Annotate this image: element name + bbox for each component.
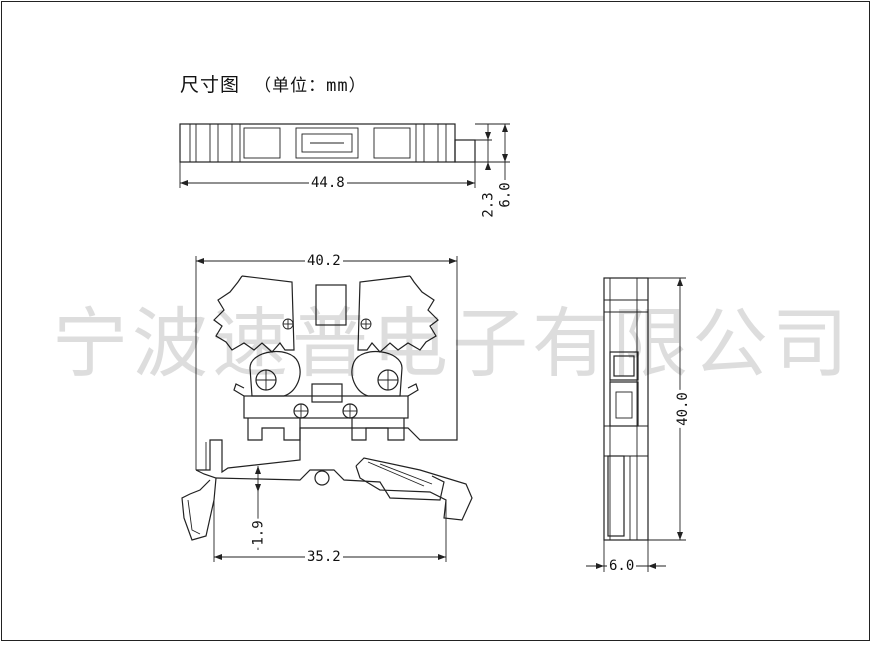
unit-label: （单位：mm）	[254, 76, 367, 96]
dim-top-height: 6.0	[497, 180, 514, 210]
front-view	[181, 256, 473, 562]
title-text: 尺寸图	[180, 74, 241, 96]
dim-side-width: 6.0	[607, 558, 637, 574]
dim-front-width: 40.2	[305, 253, 343, 269]
dim-top-step: 2.3	[480, 190, 497, 220]
dim-top-width: 44.8	[309, 175, 347, 191]
dim-rail-width: 35.2	[305, 549, 343, 565]
dim-rail-offset: 1.9	[250, 518, 267, 548]
dim-side-height: 40.0	[674, 390, 691, 428]
drawing-title: 尺寸图 （单位：mm）	[180, 70, 367, 97]
company-watermark: 宁波速普电子有限公司	[52, 299, 852, 388]
